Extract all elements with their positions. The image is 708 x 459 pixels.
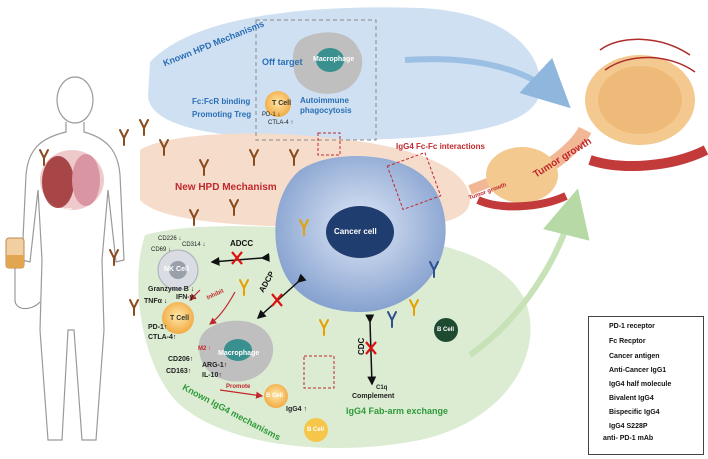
legend-item: Fc Recptor bbox=[609, 338, 646, 345]
pd1-left-label: PD-1↑ bbox=[148, 324, 168, 331]
antibody-icon bbox=[409, 299, 419, 316]
arrow-igg4-to-tumor bbox=[468, 188, 590, 358]
cdc-label: CDC bbox=[357, 337, 366, 355]
cd69-label: CD69 ↓ bbox=[151, 247, 172, 253]
igg4-up-label: IgG4 ↑ bbox=[286, 406, 308, 413]
macrophage-bottom-label: Macrophage bbox=[218, 350, 260, 357]
igg4-fc-label: IgG4 Fc-Fc interactions bbox=[396, 142, 485, 151]
antibody-icon bbox=[289, 149, 299, 166]
macrophage-top-label: Macrophage bbox=[313, 56, 355, 63]
antibody-icon bbox=[109, 249, 119, 266]
cd163-label: CD163↑ bbox=[166, 368, 192, 375]
off-target-box bbox=[255, 19, 377, 141]
b-cell-1-label: B Cell bbox=[266, 393, 284, 399]
legend-item: IgG4 S228P bbox=[609, 423, 648, 430]
legend: PD-1 receptor Fc Recptor Cancer antigen … bbox=[588, 316, 704, 455]
granzyme-label: Granzyme B ↓ bbox=[148, 286, 195, 293]
cancer-cell-nucleus bbox=[326, 206, 394, 258]
block-x-adcc bbox=[231, 251, 243, 265]
cd206-label: CD206↑ bbox=[168, 356, 194, 363]
ctla4-top-label: CTLA-4 ↑ bbox=[268, 120, 294, 126]
antibody-icon bbox=[139, 119, 149, 136]
adcc-label: ADCC bbox=[230, 239, 254, 248]
b-cell-3-label: B Cell bbox=[437, 327, 455, 333]
antibody-icon bbox=[159, 139, 169, 156]
antibody-icon bbox=[299, 219, 309, 236]
arrow-tumor-growth bbox=[468, 177, 492, 195]
antibody-icon bbox=[319, 319, 329, 336]
pd1-top-label: PD-1 ↓ bbox=[262, 112, 281, 118]
promoting-treg-label: Promoting Treg bbox=[192, 110, 252, 119]
legend-item: Bispecific IgG4 bbox=[609, 409, 660, 416]
antibody-icon bbox=[229, 199, 239, 216]
t-cell-top bbox=[265, 91, 291, 117]
b-cell-1 bbox=[264, 384, 288, 408]
antibody-icon bbox=[199, 159, 209, 176]
ifn-label: IFN-γ↓ bbox=[176, 294, 197, 301]
tumor-large bbox=[585, 38, 708, 171]
legend-item: IgG4 half molecule bbox=[609, 381, 672, 388]
antibody-icon bbox=[129, 299, 139, 316]
fab-arm-label: IgG4 Fab-arm exchange bbox=[346, 406, 449, 416]
antibody-icon bbox=[249, 149, 259, 166]
tumor-small bbox=[476, 147, 568, 211]
t-cell-top-label: T Cell bbox=[272, 100, 292, 107]
block-x-cdc bbox=[365, 341, 377, 355]
promote-label: Promote bbox=[226, 384, 251, 390]
autoimmune-label: Autoimmune phagocytosis bbox=[300, 96, 352, 115]
cd314-label: CD314 ↓ bbox=[182, 242, 206, 248]
t-cell-left-label: T Cell bbox=[170, 315, 190, 322]
cancer-organ-label: Cancer bbox=[48, 207, 72, 214]
antibody-icon bbox=[189, 209, 199, 226]
arg1-label: ARG-1↑ bbox=[202, 362, 228, 369]
t-cell-left bbox=[162, 302, 194, 334]
b-cell-2 bbox=[304, 418, 328, 442]
antibody-icon bbox=[39, 149, 49, 166]
new-hpd-title: New HPD Mechanism bbox=[175, 182, 277, 193]
b-cell-2-label: B Cell bbox=[307, 427, 325, 433]
antibody-icon bbox=[387, 311, 397, 328]
off-target-label: Off target bbox=[262, 57, 303, 67]
legend-item: Cancer antigen bbox=[609, 353, 660, 360]
human-body bbox=[21, 76, 125, 441]
il10-label: IL-10↑ bbox=[202, 372, 222, 379]
legend-item: anti- PD-1 mAb bbox=[603, 435, 654, 442]
block-x-adcp bbox=[271, 293, 283, 307]
b-cell-3 bbox=[434, 318, 458, 342]
cancer-cell-label: Cancer cell bbox=[334, 227, 377, 236]
iv-bag-icon bbox=[5, 237, 41, 309]
cd226-label: CD226 ↓ bbox=[158, 236, 182, 242]
legend-item: PD-1 receptor bbox=[609, 323, 655, 330]
nk-cell-label: NK Cell bbox=[164, 266, 189, 273]
antibody-icon bbox=[429, 261, 439, 278]
fc-fcr-label: Fc:FcR binding bbox=[192, 97, 251, 106]
m2-label: M2 ↑ bbox=[198, 346, 212, 352]
legend-item: Anti-Cancer IgG1 bbox=[609, 367, 667, 374]
tnf-label: TNFα ↓ bbox=[144, 298, 168, 305]
legend-item: Bivalent IgG4 bbox=[609, 395, 654, 402]
antibody-icon bbox=[239, 279, 249, 296]
c1q-label: C1q bbox=[376, 385, 388, 391]
ctla4-left-label: CTLA-4↑ bbox=[148, 334, 177, 341]
antibody-icon bbox=[119, 129, 129, 146]
complement-label: Complement bbox=[352, 393, 395, 400]
arrow-known-to-tumor bbox=[404, 56, 571, 109]
